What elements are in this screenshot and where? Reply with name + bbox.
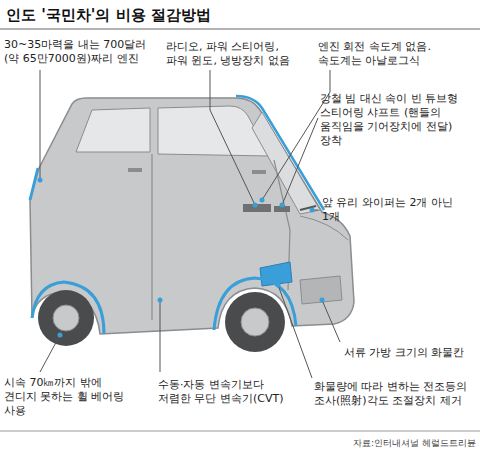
callout-label: 라디오, 파워 스티어링, 파워 윈도, 냉방장치 없음 [166, 40, 302, 68]
callout-label: 강철 빔 대신 속이 빈 튜브형 스티어링 샤프트 (핸들의 움직임을 기어장치… [320, 92, 470, 148]
front-hub [241, 308, 269, 336]
door-handle [252, 170, 266, 174]
rear-edge-accent [30, 168, 38, 200]
bottom-rule [0, 431, 480, 432]
windshield [252, 112, 320, 214]
rear-hub [53, 305, 79, 331]
source-caption: 자료:인터내셔널 헤럴드트리뷴 [353, 436, 476, 450]
callout-label: 엔진 회전 속도계 없음. 속도계는 아날로그식 [318, 40, 468, 68]
door-seam [151, 154, 152, 320]
callout-label: 수동·자동 변속기보다 저렴한 무단 변속기(CVT) [158, 378, 298, 406]
door-handle [128, 168, 142, 172]
grille [300, 276, 342, 304]
leader-dots [38, 178, 325, 338]
headlight [260, 262, 292, 286]
front-wheel [225, 292, 285, 352]
leader-lines [40, 70, 340, 378]
callout-label: 앞 유리 와이퍼는 2개 아닌 1개 [322, 196, 462, 224]
callout-label: 시속 70㎞까지 밖에 견디지 못하는 휠 베어링 사용 [4, 376, 134, 418]
title: 인도 '국민차'의 비용 절감방법 [6, 6, 211, 24]
rear-wheel [38, 290, 94, 346]
callout-label: 30~35마력을 내는 700달러 (약 65만7000원)짜리 엔진 [4, 38, 164, 66]
callout-label: 화물량에 따라 변하는 전조등의 조사(照射)각도 조절장치 제거 [314, 380, 476, 408]
callout-label: 서류 가방 크기의 화물칸 [344, 346, 470, 360]
rear-window [76, 108, 150, 152]
title-rule [0, 28, 480, 30]
